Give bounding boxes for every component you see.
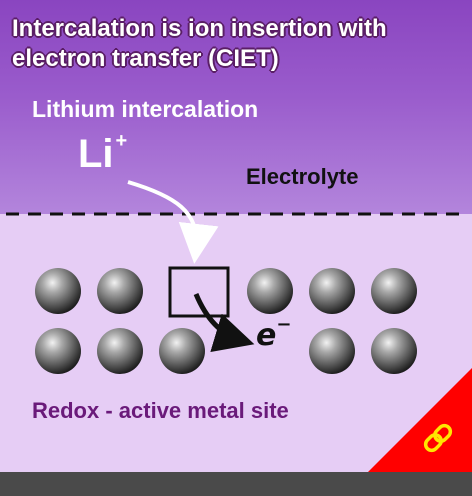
electron-charge: −: [276, 314, 292, 335]
ion-charge: +: [115, 129, 128, 152]
bottom-bar: [0, 472, 472, 496]
metal-site-sphere: [371, 268, 417, 314]
metal-sites-row-2: [35, 328, 417, 374]
metal-site-sphere: [309, 268, 355, 314]
metal-sites-row-1: [35, 268, 417, 314]
chain-link-icon[interactable]: [423, 423, 453, 453]
link-badge[interactable]: [368, 368, 472, 472]
vacant-site-box: [168, 266, 230, 318]
title-line-2: electron transfer (CIET): [12, 45, 279, 72]
lithium-ion-label: Li+: [78, 129, 128, 177]
ion-symbol: Li: [78, 132, 114, 176]
metal-site-sphere: [309, 328, 355, 374]
electron-transfer-arrow: [193, 293, 255, 352]
metal-site-sphere: [35, 268, 81, 314]
metal-site-sphere: [371, 328, 417, 374]
redox-site-label: Redox - active metal site: [32, 398, 289, 423]
electrolyte-label: Electrolyte: [246, 164, 359, 189]
electrolyte-region: [0, 0, 472, 214]
metal-site-sphere: [247, 268, 293, 314]
metal-site-sphere: [35, 328, 81, 374]
lithium-intercalation-label: Lithium intercalation: [32, 96, 259, 122]
metal-site-sphere: [159, 328, 205, 374]
electron-symbol: e: [256, 318, 277, 353]
electron-label: e−: [256, 314, 291, 353]
diagram-title: Intercalation is ion insertion with elec…: [12, 14, 464, 74]
metal-site-sphere: [97, 328, 143, 374]
title-line-1: Intercalation is ion insertion with: [12, 15, 387, 42]
insertion-arrow: [127, 180, 219, 264]
metal-site-sphere: [97, 268, 143, 314]
